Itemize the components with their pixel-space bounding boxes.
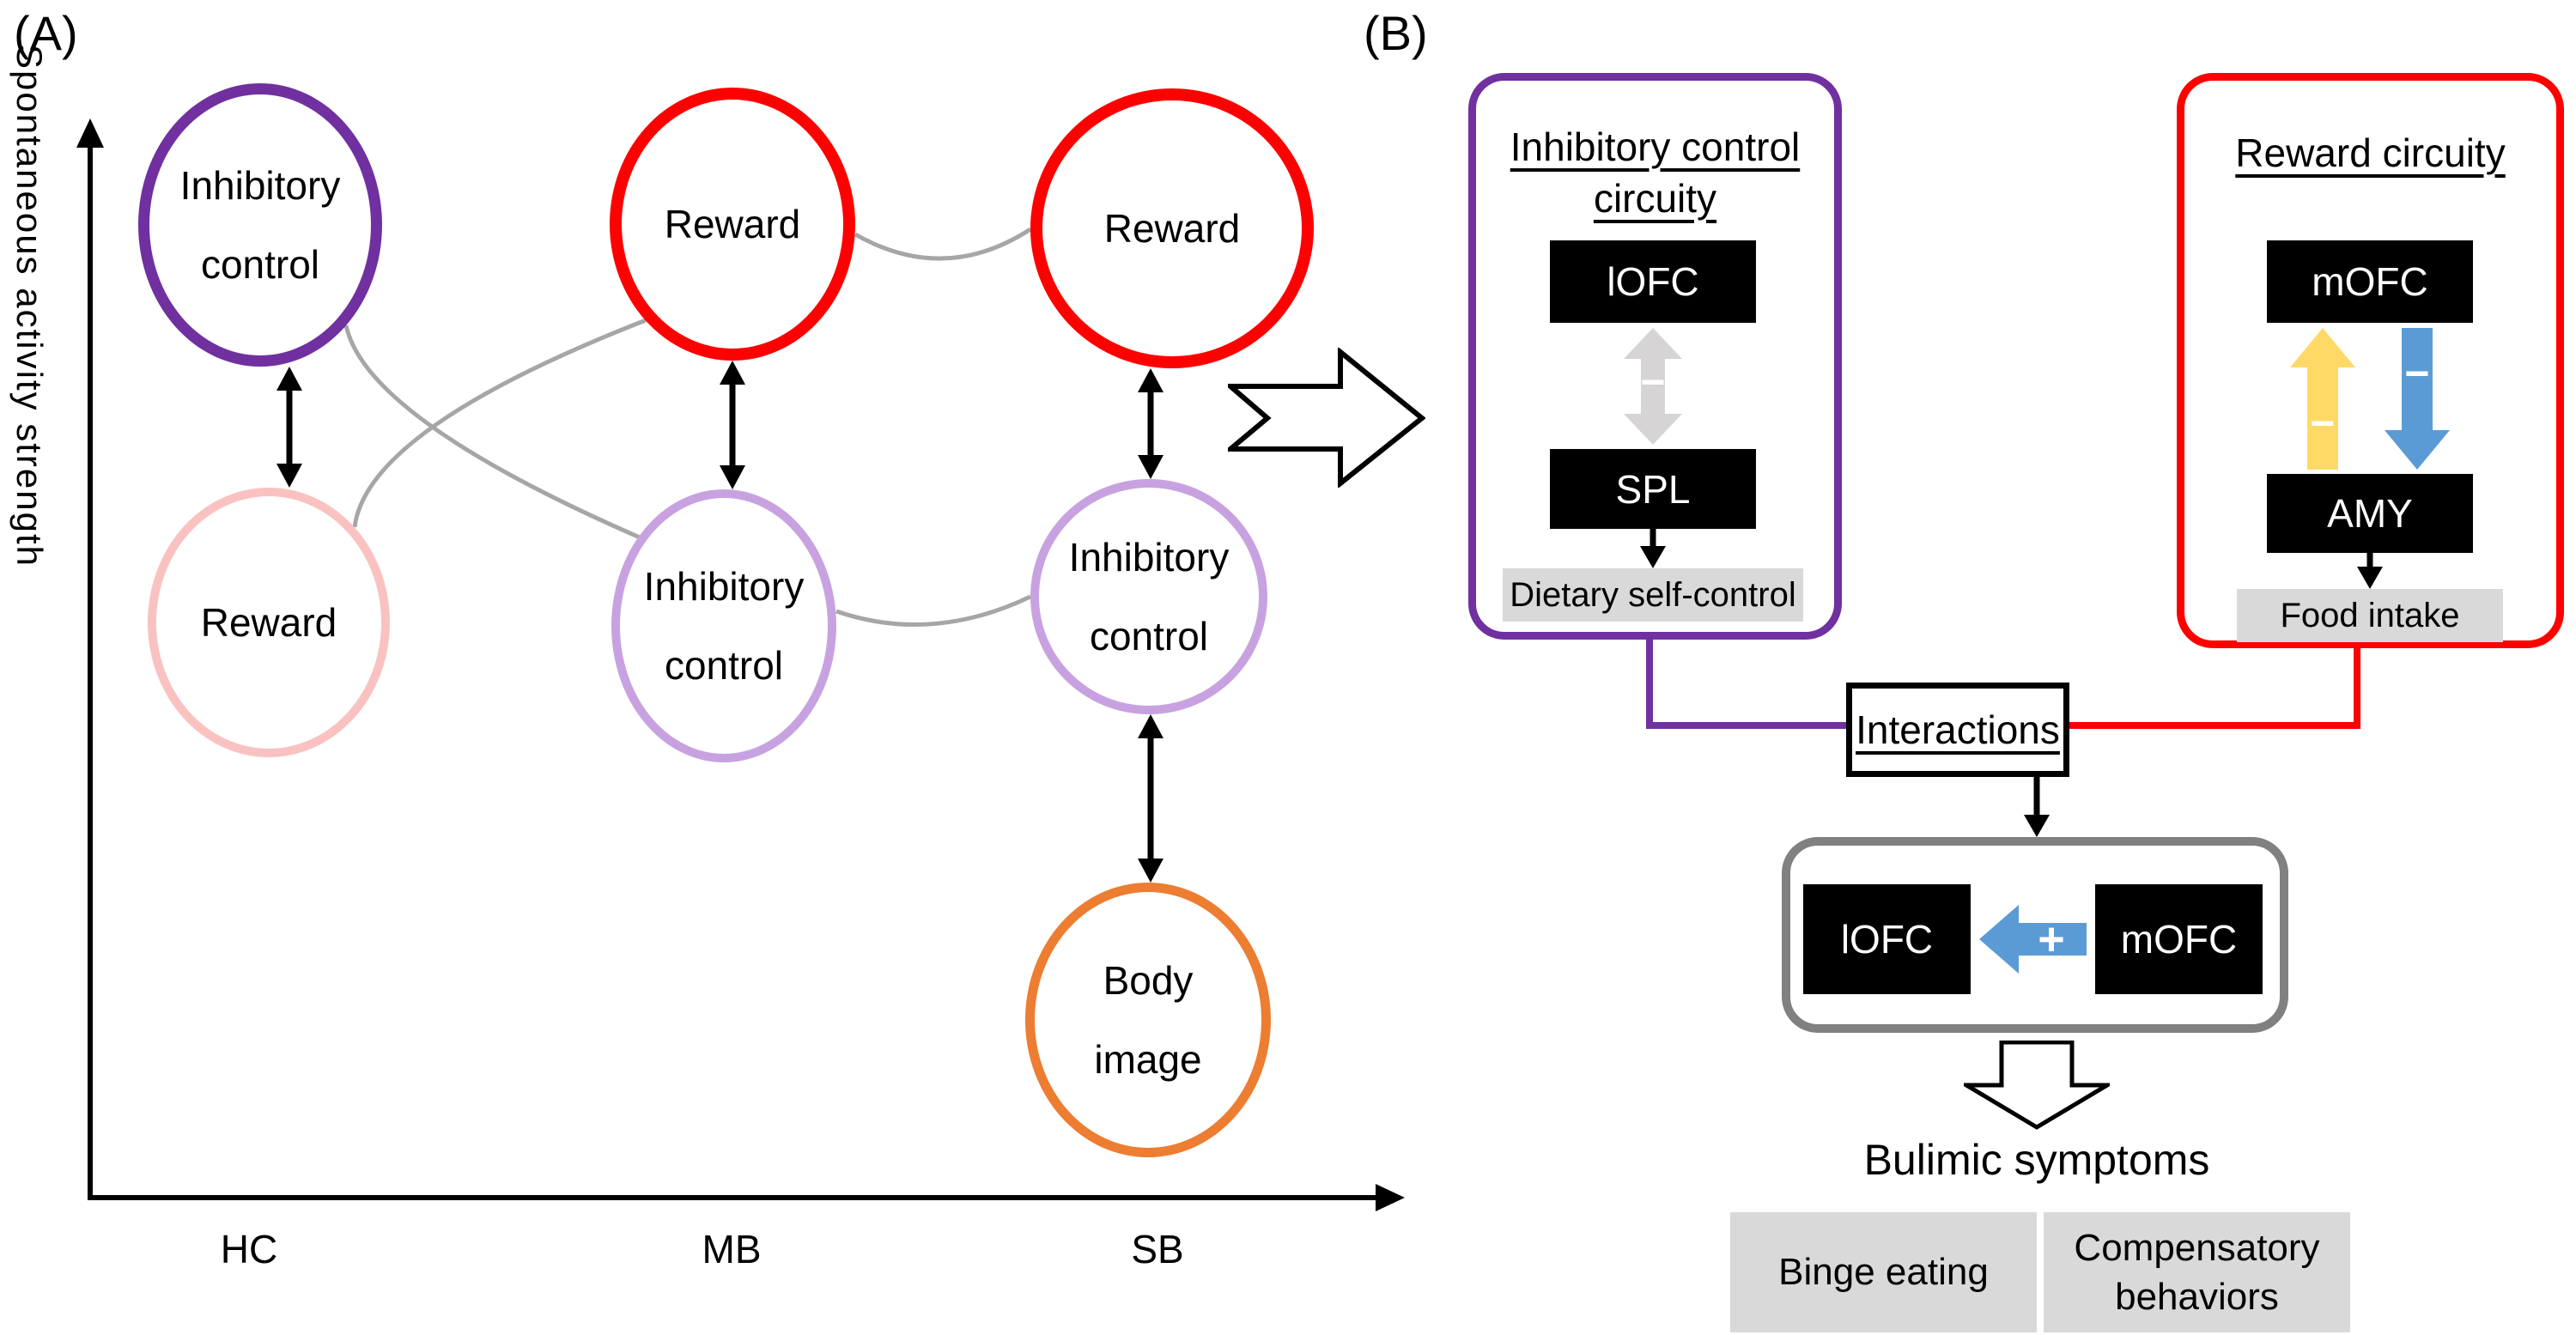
double-arrow-mb — [718, 361, 747, 489]
node-label: Reward — [200, 599, 337, 645]
purple-connector-horizontal — [1646, 722, 1852, 729]
gray-double-arrow-icon: − — [1624, 328, 1682, 445]
node-label: Body — [1103, 957, 1194, 1003]
curve-hcic-to-mbic — [343, 325, 641, 540]
panel-b-label: (B) — [1364, 6, 1428, 60]
outcome-food-intake: Food intake — [2237, 589, 2503, 642]
region-mofc: mOFC — [2267, 240, 2473, 323]
outcome-dietary-self-control: Dietary self-control — [1503, 568, 1803, 622]
curve-hcreward-to-mbreward — [352, 318, 647, 528]
y-axis-label: Spontaneous activity strength — [9, 45, 50, 568]
panel-transition-arrow-icon — [1228, 348, 1425, 488]
reward-circuit-title: Reward circuity — [2235, 130, 2506, 175]
blue-down-arrow-icon: − — [2385, 328, 2450, 470]
y-axis-arrowhead — [76, 118, 104, 148]
panel-a-label: (A) — [14, 6, 78, 60]
node-label: image — [1094, 1037, 1202, 1082]
minus-sign: − — [2404, 349, 2429, 397]
arrow-shaft — [1147, 735, 1154, 862]
arrow-shaft — [1147, 389, 1154, 458]
node-sb-body-image: Body image — [1025, 883, 1271, 1157]
arrow-shaft — [2033, 777, 2040, 818]
minus-sign: − — [1640, 358, 1665, 406]
interactions-box: Interactions — [1846, 683, 2069, 777]
red-connector-horizontal — [2065, 722, 2360, 729]
node-label: control — [1089, 614, 1209, 658]
node-mb-reward: Reward — [610, 88, 855, 361]
arrow-shaft — [729, 381, 736, 469]
x-tick-hc: HC — [220, 1227, 278, 1271]
inhibitory-circuit-title: Inhibitory control circuity — [1510, 124, 1801, 221]
x-axis-arrowhead — [1376, 1184, 1405, 1211]
curve-mbic-to-sbic — [835, 594, 1032, 627]
blue-left-arrow-icon: + — [1979, 905, 2087, 974]
symptom-binge-eating: Binge eating — [1730, 1212, 2037, 1332]
node-hc-inhibitory-control: Inhibitory control — [138, 83, 382, 367]
purple-connector-vertical — [1646, 640, 1653, 729]
region-amy: AMY — [2267, 474, 2473, 553]
curve-mbreward-to-sbreward — [854, 227, 1032, 261]
hollow-down-arrow-icon — [1964, 1041, 2110, 1130]
symptom-compensatory-behaviors: Compensatory behaviors — [2044, 1212, 2350, 1332]
node-label: control — [664, 643, 784, 688]
arrow-shaft — [1649, 529, 1656, 549]
arrow-interactions-to-detail — [2022, 777, 2051, 837]
double-arrow-hc — [275, 367, 304, 488]
yellow-up-arrow-icon: − — [2290, 328, 2355, 470]
red-connector-vertical — [2354, 648, 2360, 729]
node-label: Inhibitory — [643, 563, 805, 609]
minus-sign: − — [2310, 399, 2335, 447]
node-label: Reward — [664, 201, 801, 246]
node-sb-inhibitory-control: Inhibitory control — [1030, 479, 1267, 714]
symptoms-title: Bulimic symptoms — [1863, 1136, 2210, 1184]
double-arrow-sb-upper — [1136, 368, 1165, 479]
arrow-amy-to-outcome — [2355, 553, 2385, 589]
region-spl: SPL — [1550, 449, 1756, 529]
x-tick-mb: MB — [702, 1227, 762, 1271]
node-mb-inhibitory-control: Inhibitory control — [611, 489, 836, 762]
region-lofc-detail: lOFC — [1803, 884, 1971, 994]
node-sb-reward: Reward — [1030, 88, 1314, 368]
x-tick-sb: SB — [1131, 1227, 1184, 1271]
node-label: Inhibitory — [1068, 534, 1230, 580]
region-mofc-detail: mOFC — [2095, 884, 2263, 994]
arrow-spl-to-outcome — [1638, 529, 1668, 568]
reward-circuit-box: Reward circuity — [2177, 73, 2564, 648]
interactions-label: Interactions — [1856, 707, 2060, 752]
y-axis — [88, 144, 93, 1198]
node-label: Inhibitory — [179, 162, 341, 208]
region-lofc: lOFC — [1550, 240, 1756, 323]
arrow-shaft — [286, 387, 293, 467]
node-label: control — [200, 242, 320, 287]
double-arrow-sb-lower — [1136, 714, 1165, 883]
node-label: Reward — [1103, 205, 1241, 251]
plus-sign: + — [2038, 913, 2065, 965]
arrow-shaft — [2366, 553, 2373, 570]
node-hc-reward: Reward — [148, 488, 390, 757]
x-axis — [88, 1195, 1377, 1200]
